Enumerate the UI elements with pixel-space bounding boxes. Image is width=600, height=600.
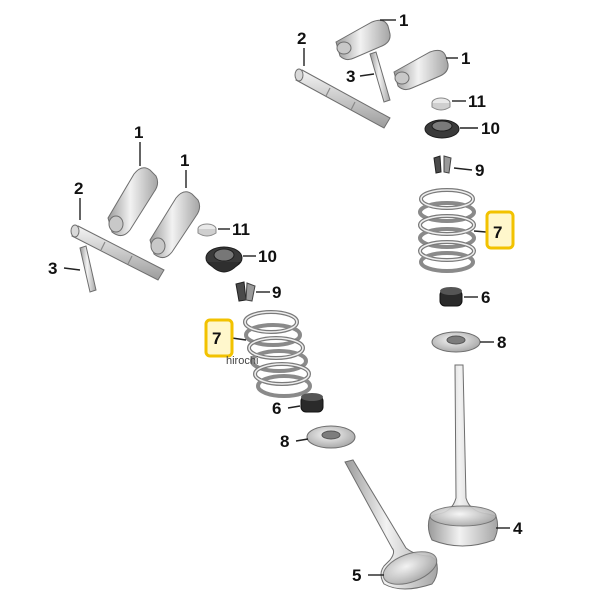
callout-6-left: 6 [272, 399, 281, 418]
callout-10-right: 10 [481, 119, 500, 138]
callout-1-left-a: 1 [134, 123, 143, 142]
callout-5: 5 [352, 566, 361, 585]
spring-seat-left [306, 425, 356, 449]
callout-6-right: 6 [481, 288, 490, 307]
callout-8-right: 8 [497, 333, 506, 352]
valve-spring-left [243, 310, 312, 398]
exhaust-valve [427, 364, 499, 547]
callout-3-right: 3 [346, 67, 355, 86]
spring-retainer-left [205, 246, 243, 273]
callout-11-left: 11 [232, 220, 250, 239]
callout-1-left-b: 1 [180, 151, 189, 170]
callout-1-right-lower: 1 [461, 49, 470, 68]
valve-stem-seal-left [300, 393, 324, 413]
exhaust-valve-assembly [294, 19, 499, 547]
spring-retainer-right [424, 119, 460, 139]
rocker-arm-left-b [149, 191, 201, 258]
valve-collets-left [235, 281, 256, 302]
valve-stem-seal-right [439, 287, 463, 307]
highlight-box-left [204, 318, 234, 358]
callout-9-left: 9 [272, 283, 281, 302]
callout-2-right: 2 [297, 29, 306, 48]
spring-seat-right [431, 331, 481, 353]
rocker-arm-lower-right [393, 49, 449, 91]
highlight-box-right [485, 210, 515, 250]
intake-valve [344, 459, 438, 590]
callout-leaders [63, 19, 510, 576]
callout-8-left: 8 [280, 432, 289, 451]
rocker-arm-upper-right [335, 19, 391, 61]
rocker-shaft-left [70, 224, 165, 281]
callout-9-right: 9 [475, 161, 484, 180]
dowel-pin-left [79, 245, 97, 293]
shim-right [431, 97, 451, 111]
callout-11-right: 11 [468, 92, 486, 111]
callout-3-left: 3 [48, 259, 57, 278]
callout-2-left: 2 [74, 179, 83, 198]
callout-7-left: 7 [212, 329, 221, 348]
valve-spring-right [418, 188, 476, 273]
dowel-pin-right [369, 51, 391, 103]
callout-7-right: 7 [493, 223, 502, 242]
rocker-shaft-right [294, 68, 391, 129]
valve-collets-right [433, 155, 452, 174]
intake-valve-assembly [70, 167, 438, 590]
callout-labels: 1 1 2 3 11 10 9 7 6 8 4 1 1 2 3 11 10 9 … [48, 11, 523, 585]
rocker-arm-left-a [107, 167, 159, 236]
callout-10-left: 10 [258, 247, 277, 266]
watermark-text: hirochi [226, 355, 258, 367]
callout-1-right-top: 1 [399, 11, 408, 30]
shim-left [197, 223, 217, 237]
callout-4: 4 [513, 519, 523, 538]
